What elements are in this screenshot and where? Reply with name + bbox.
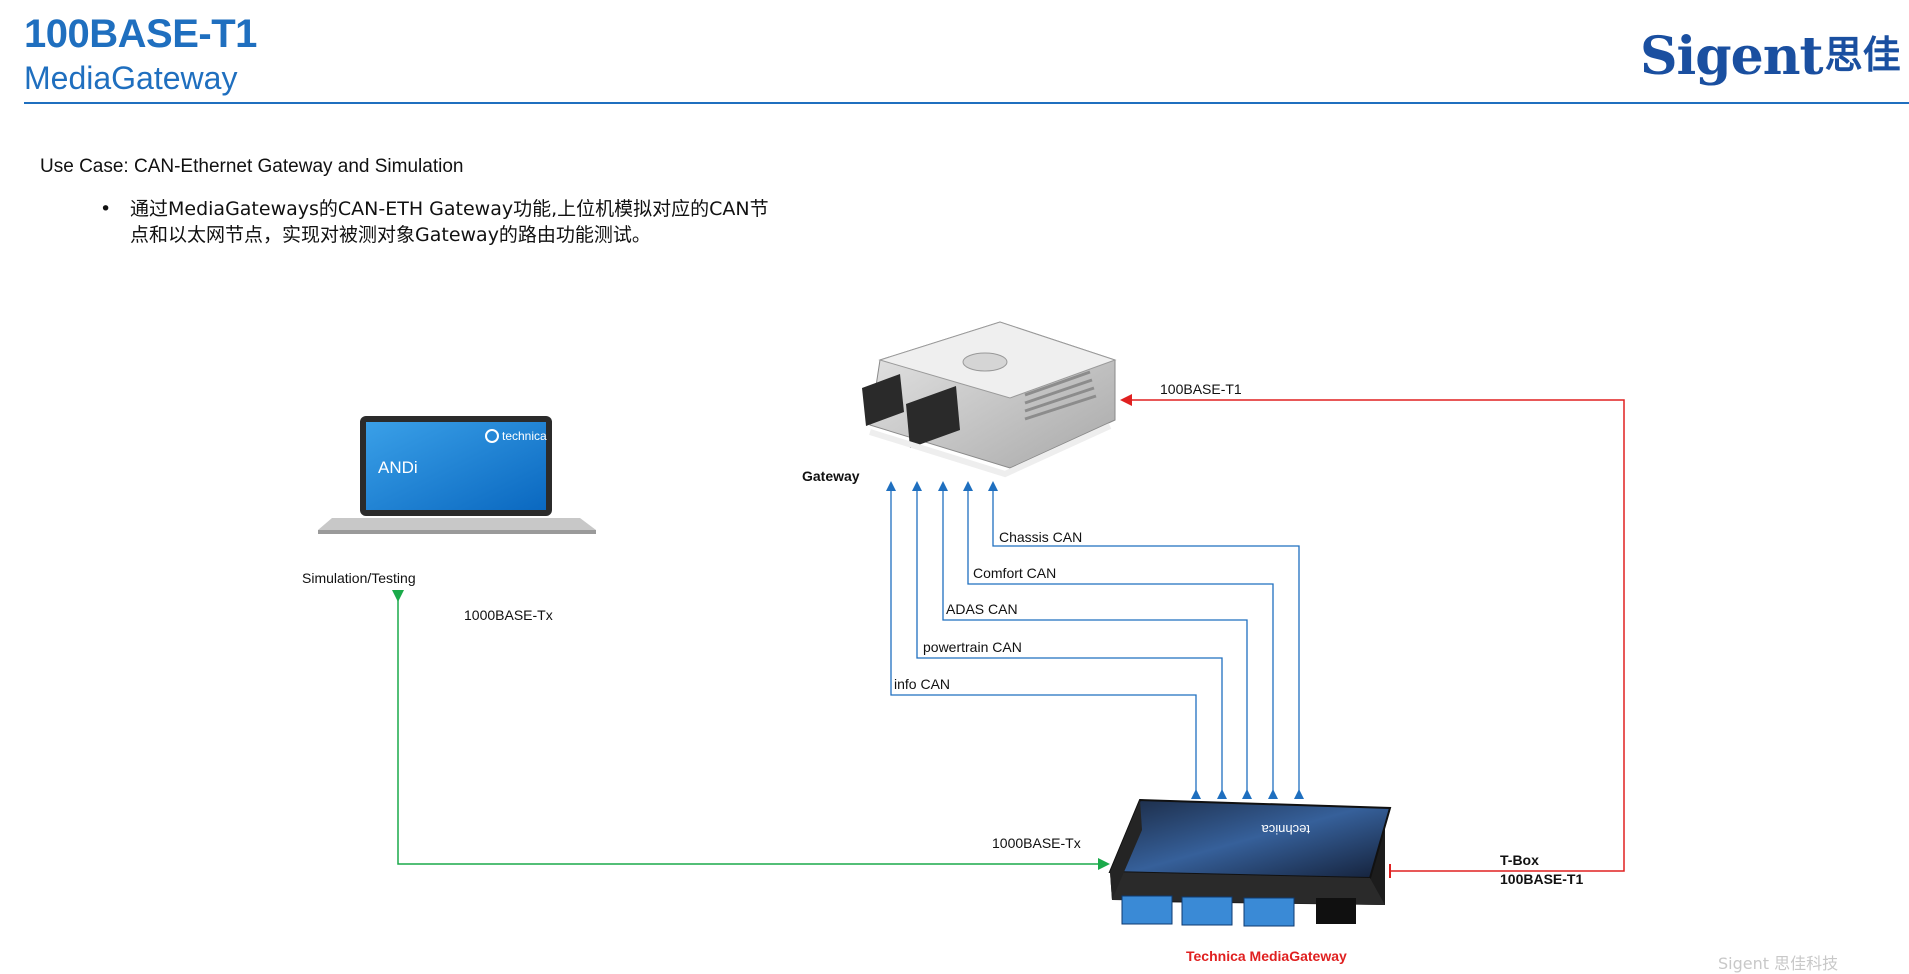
mediagateway-device-icon: technica: [1108, 798, 1392, 927]
use-case-heading: Use Case: CAN-Ethernet Gateway and Simul…: [40, 156, 464, 177]
bullet-icon: •: [100, 198, 112, 220]
sim-link-top-label: 1000BASE-Tx: [464, 607, 553, 623]
laptop-screen-brand: technica: [502, 429, 547, 443]
description-list: • 通过MediaGateways的CAN-ETH Gateway功能,上位机模拟…: [100, 196, 780, 248]
can-label-chassis: Chassis CAN: [999, 529, 1083, 545]
technica-logo-icon: [485, 429, 499, 443]
laptop-icon: technica ANDi: [318, 416, 596, 534]
header-divider: [24, 102, 1909, 104]
ethernet-sim-line: [392, 590, 1110, 870]
logo-text-cn: 思佳: [1824, 33, 1901, 77]
tbox-sublabel: 100BASE-T1: [1500, 871, 1584, 887]
page-title: 100BASE-T1: [24, 12, 257, 56]
can-label-comfort: Comfort CAN: [973, 565, 1057, 581]
watermark: Sigent 思佳科技: [1718, 954, 1839, 973]
can-label-info: info CAN: [894, 676, 951, 692]
laptop-screen-app: ANDi: [378, 458, 418, 477]
gateway-ecu-icon: [862, 321, 1117, 478]
logo-text-en: Sigent: [1640, 26, 1824, 87]
gateway-label: Gateway: [802, 468, 860, 484]
page-subtitle: MediaGateway: [24, 60, 238, 96]
tbox-label: T-Box: [1500, 852, 1539, 868]
tbox-gateway-link-label: 100BASE-T1: [1160, 381, 1242, 397]
ethernet-tbox-line: [1120, 394, 1625, 872]
description-item: • 通过MediaGateways的CAN-ETH Gateway功能,上位机模拟…: [100, 196, 780, 248]
sim-link-bottom-label: 1000BASE-Tx: [992, 835, 1081, 851]
simulation-testing-label: Simulation/Testing: [302, 570, 416, 586]
sigent-logo: Sigent思佳: [1640, 24, 1905, 90]
can-label-adas: ADAS CAN: [946, 601, 1018, 617]
can-label-powertrain: powertrain CAN: [923, 639, 1022, 655]
mediagateway-label: Technica MediaGateway: [1186, 948, 1347, 964]
mediagateway-brand: technica: [1261, 822, 1310, 837]
description-text: 通过MediaGateways的CAN-ETH Gateway功能,上位机模拟对…: [130, 198, 769, 246]
